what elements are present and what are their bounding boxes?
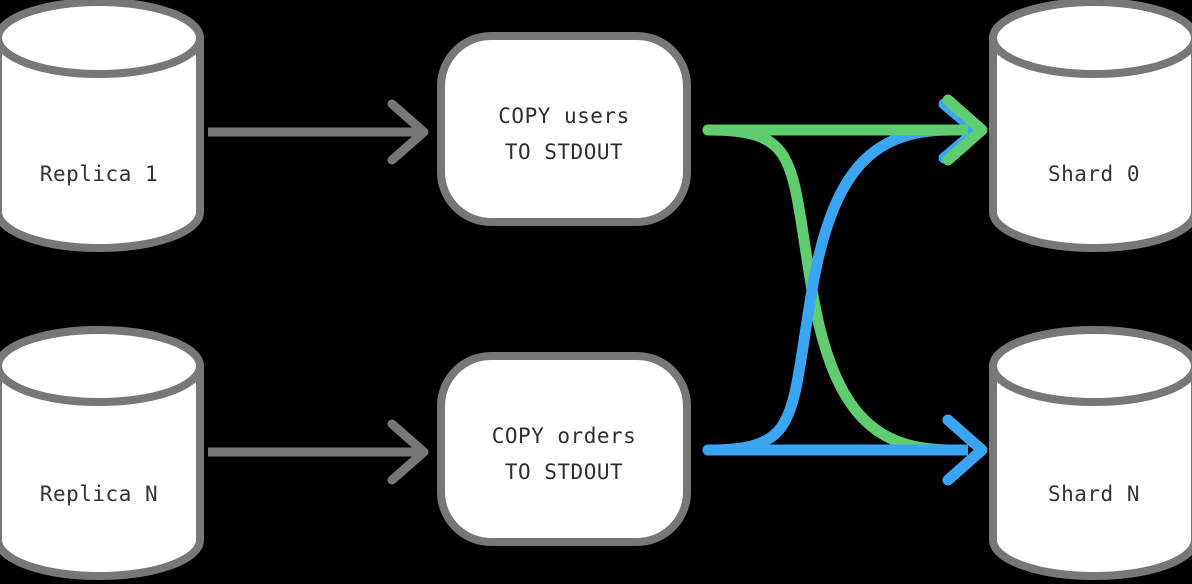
- cylinder-top: [0, 326, 204, 406]
- edge-orders-to-shard-n: [708, 414, 988, 486]
- node-label: Replica N: [40, 482, 158, 506]
- node-copy-users[interactable]: COPY users TO STDOUT: [437, 32, 691, 226]
- edge-replica-1-to-copy-users: [208, 99, 429, 165]
- process-label-line-2: TO STDOUT: [505, 140, 623, 164]
- flow-curve: [702, 124, 958, 456]
- node-replica-n[interactable]: Replica N: [0, 326, 204, 580]
- cylinder-top: [989, 326, 1192, 406]
- edge-users-to-shard-0: [708, 94, 988, 166]
- process-label-line-2: TO STDOUT: [505, 460, 623, 484]
- node-label: Replica 1: [40, 162, 158, 186]
- process-label-line-1: COPY orders: [492, 424, 637, 448]
- cylinder-top: [989, 0, 1192, 78]
- arrow-head-icon: [387, 99, 429, 165]
- arrow-head-icon: [387, 419, 429, 485]
- flow-curve: [702, 124, 958, 456]
- node-label: Shard 0: [1048, 162, 1140, 186]
- edge-replica-n-to-copy-orders: [208, 419, 429, 485]
- cylinder-body: [0, 34, 204, 252]
- arrow-head-icon: [942, 94, 988, 166]
- node-shard-n[interactable]: Shard N: [989, 326, 1192, 580]
- cylinder-body: [989, 34, 1192, 252]
- node-copy-orders[interactable]: COPY orders TO STDOUT: [437, 352, 691, 546]
- cylinder-body: [0, 362, 204, 580]
- cylinder-top: [0, 0, 204, 78]
- edge-users-to-shard-n: [702, 124, 958, 456]
- process-box: [437, 352, 691, 546]
- process-label-line-1: COPY users: [498, 104, 629, 128]
- process-box: [437, 32, 691, 226]
- cylinder-body: [989, 362, 1192, 580]
- arrow-head-icon: [942, 414, 988, 486]
- node-label: Shard N: [1048, 482, 1140, 506]
- node-replica-1[interactable]: Replica 1: [0, 0, 204, 252]
- node-shard-0[interactable]: Shard 0: [989, 0, 1192, 252]
